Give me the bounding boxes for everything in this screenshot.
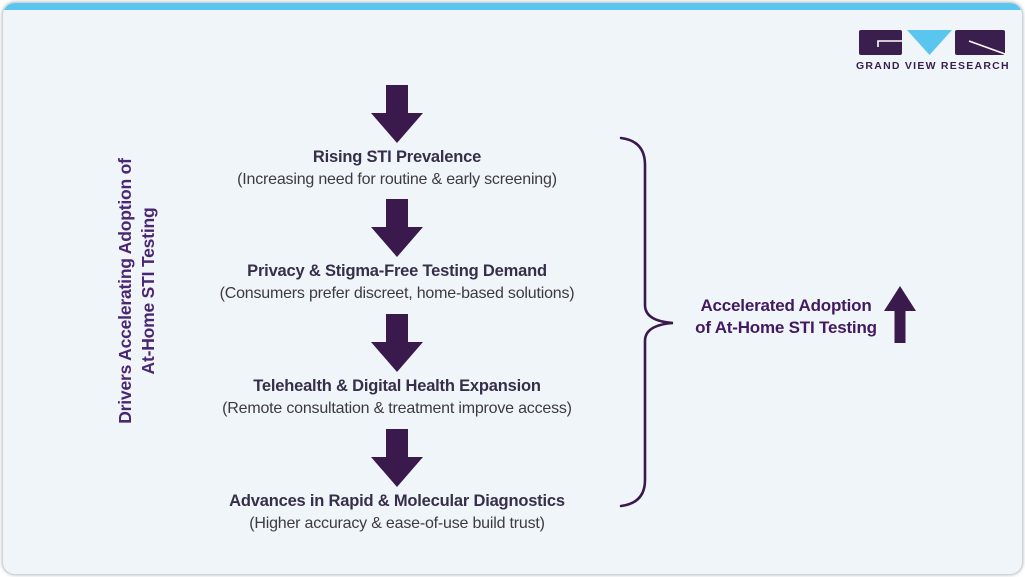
driver-subtitle: (Higher accuracy & ease-of-use build tru… <box>249 515 545 532</box>
driver-title: Telehealth & Digital Health Expansion <box>253 377 541 395</box>
brand-logo: GRAND VIEW RESEARCH <box>856 29 1010 72</box>
down-arrow-icon <box>371 429 423 487</box>
outcome-line2: of At-Home STI Testing <box>695 318 877 337</box>
down-arrow-icon <box>371 199 423 257</box>
driver-step-3: Telehealth & Digital Health Expansion (R… <box>137 314 657 426</box>
driver-subtitle: (Increasing need for routine & early scr… <box>237 171 557 188</box>
driver-step-1: Rising STI Prevalence (Increasing need f… <box>137 85 657 197</box>
driver-step-4: Advances in Rapid & Molecular Diagnostic… <box>137 429 657 541</box>
down-arrow-icon <box>371 85 423 143</box>
drivers-flow: Rising STI Prevalence (Increasing need f… <box>137 3 657 574</box>
driver-title: Privacy & Stigma-Free Testing Demand <box>247 262 547 280</box>
driver-step-2: Privacy & Stigma-Free Testing Demand (Co… <box>137 199 657 311</box>
driver-subtitle: (Consumers prefer discreet, home-based s… <box>219 285 575 302</box>
brand-name: GRAND VIEW RESEARCH <box>856 60 1010 72</box>
driver-title: Advances in Rapid & Molecular Diagnostic… <box>229 492 565 510</box>
driver-title: Rising STI Prevalence <box>312 148 482 166</box>
down-arrow-icon <box>371 314 423 372</box>
driver-subtitle: (Remote consultation & treatment improve… <box>222 400 572 417</box>
curly-brace-icon <box>619 136 674 508</box>
up-arrow-icon <box>884 286 916 343</box>
top-accent-bar <box>3 3 1022 10</box>
gvr-logo-icon <box>859 30 1006 55</box>
diagram-title-line1: Drivers Accelerating Adoption of <box>115 158 135 424</box>
outcome-label: Accelerated Adoption of At-Home STI Test… <box>676 295 896 339</box>
outcome-line1: Accelerated Adoption <box>700 296 872 315</box>
